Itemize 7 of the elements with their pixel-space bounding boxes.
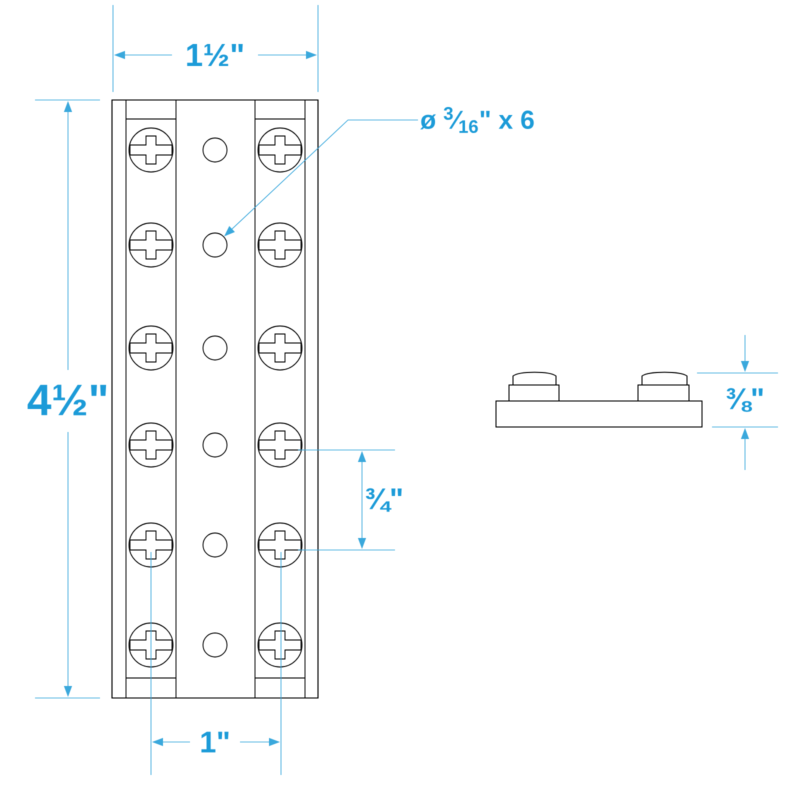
mounting-hole [202, 232, 228, 258]
dimension-label: 1½" [187, 44, 243, 66]
dimension-label: ⅜" [726, 388, 763, 412]
dimension-label: ¾" [366, 488, 402, 512]
dimension-label: 4½" [28, 384, 106, 416]
leader-label: ø $^{3}$⁄$_{16}$" x 6 [420, 106, 534, 134]
dimension-label: 1" [201, 732, 228, 752]
